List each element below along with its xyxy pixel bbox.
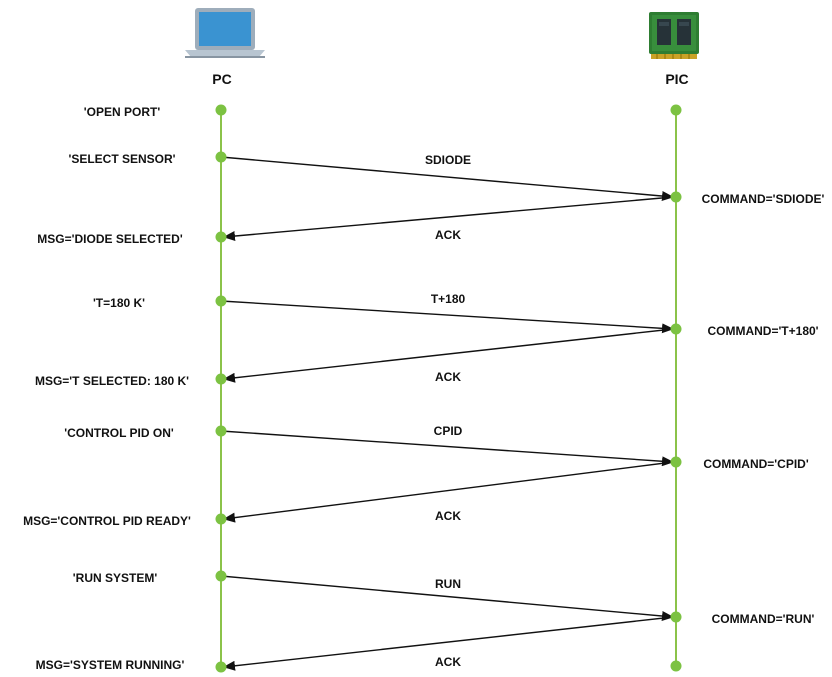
pc-event-node [215, 295, 227, 307]
pc-event-node [215, 104, 227, 116]
pc-event-node [215, 231, 227, 243]
message-label: ACK [435, 370, 461, 384]
message-arrow [223, 196, 674, 242]
pic-event-label: COMMAND='CPID' [703, 457, 809, 471]
pc-event-label: MSG='T SELECTED: 180 K' [35, 374, 189, 388]
laptop-icon [185, 8, 265, 58]
message-arrow [220, 430, 674, 467]
pc-event-node [215, 373, 227, 385]
pic-event-node [670, 660, 682, 672]
message-label: ACK [435, 655, 461, 669]
message-label: RUN [435, 577, 461, 591]
pc-event-node [215, 570, 227, 582]
participant-pc: PC [212, 71, 231, 87]
pc-event-node [215, 661, 227, 673]
pc-event-label: MSG='DIODE SELECTED' [37, 232, 183, 246]
pic-event-node [670, 104, 682, 116]
pc-event-label: 'RUN SYSTEM' [73, 571, 158, 585]
participant-pic: PIC [665, 71, 688, 87]
message-label: T+180 [431, 292, 466, 306]
pc-event-label: 'CONTROL PID ON' [64, 426, 174, 440]
pic-event-label: COMMAND='T+180' [707, 324, 818, 338]
message-arrow [220, 156, 674, 202]
pc-event-node [215, 513, 227, 525]
pic-event-label: COMMAND='SDIODE' [702, 192, 825, 206]
pic-event-node [670, 611, 682, 623]
message-arrow [223, 616, 674, 671]
pc-event-label: 'OPEN PORT' [84, 105, 161, 119]
pic-event-label: COMMAND='RUN' [712, 612, 815, 626]
message-arrow [223, 461, 674, 523]
pic-event-node [670, 456, 682, 468]
pc-event-label: MSG='CONTROL PID READY' [23, 514, 191, 528]
pc-event-node [215, 151, 227, 163]
message-arrow [220, 575, 674, 621]
message-label: ACK [435, 228, 461, 242]
message-label: CPID [434, 424, 463, 438]
pc-event-label: 'T=180 K' [93, 296, 145, 310]
message-label: ACK [435, 509, 461, 523]
message-label: SDIODE [425, 153, 471, 167]
pc-event-label: MSG='SYSTEM RUNNING' [36, 658, 185, 672]
memory-chip-icon [649, 12, 699, 59]
message-arrow [223, 328, 674, 383]
pic-event-node [670, 191, 682, 203]
pc-event-label: 'SELECT SENSOR' [68, 152, 175, 166]
pc-event-node [215, 425, 227, 437]
pic-event-node [670, 323, 682, 335]
message-arrow [220, 300, 674, 334]
